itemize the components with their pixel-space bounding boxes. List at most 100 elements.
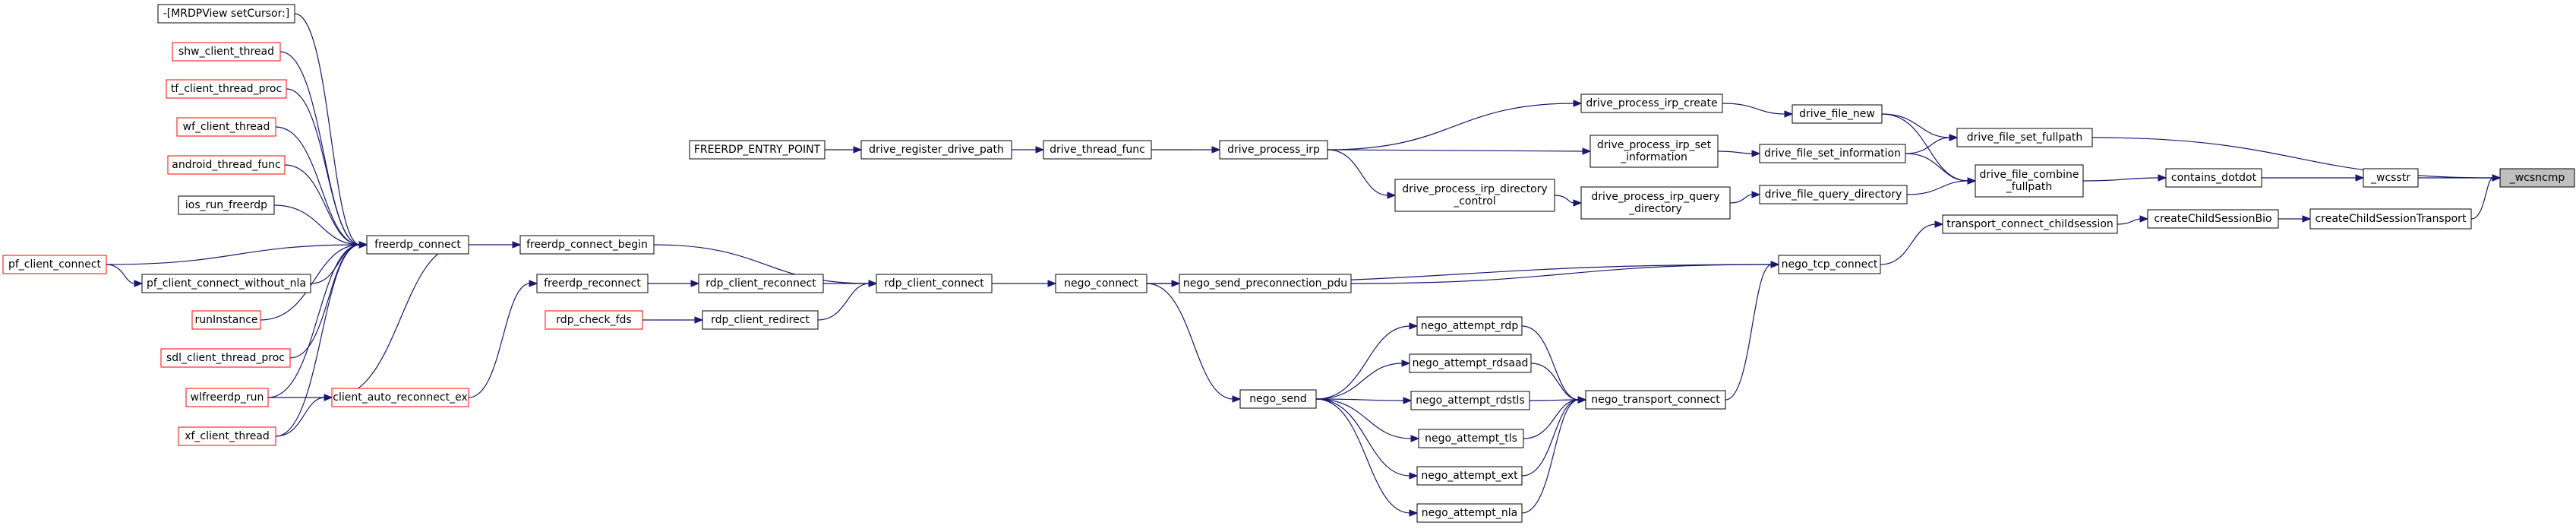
- node-label: drive_process_irp_directory: [1402, 183, 1547, 195]
- graph-node-runinstance[interactable]: runInstance: [191, 310, 261, 330]
- call-edge: [1315, 398, 1419, 480]
- graph-node-client-auto-reconnect-ex[interactable]: client_auto_reconnect_ex: [331, 388, 469, 407]
- graph-node-drive-file-set-fullpath[interactable]: drive_file_set_fullpath: [1956, 128, 2093, 147]
- graph-node-transport-connect-childsession[interactable]: transport_connect_childsession: [1942, 214, 2118, 234]
- graph-node-wcsncmp[interactable]: _wcsncmp: [2499, 168, 2575, 188]
- graph-node-drive-process-irp-query-directory[interactable]: drive_process_irp_query_directory: [1580, 186, 1731, 220]
- graph-node-drive-register-drive-path[interactable]: drive_register_drive_path: [860, 140, 1012, 160]
- graph-node-freerdp-connect[interactable]: freerdp_connect: [366, 235, 469, 255]
- graph-node-shw-client-thread[interactable]: shw_client_thread: [172, 42, 281, 62]
- graph-node-ios-run-freerdp[interactable]: ios_run_freerdp: [178, 195, 275, 215]
- graph-node-drive-file-new[interactable]: drive_file_new: [1792, 104, 1883, 124]
- node-label: _control: [1453, 195, 1496, 207]
- graph-node-drive-process-irp-directory-control[interactable]: drive_process_irp_directory_control: [1394, 179, 1555, 212]
- graph-node-nego-attempt-rdsaad[interactable]: nego_attempt_rdsaad: [1409, 353, 1532, 373]
- arrow-head-icon: [1582, 147, 1592, 155]
- graph-node-freerdp-entry-point[interactable]: FREERDP_ENTRY_POINT: [689, 140, 826, 160]
- graph-node-nego-attempt-tls[interactable]: nego_attempt_tls: [1418, 429, 1524, 448]
- graph-node-createchildsessionbio[interactable]: createChildSessionBio: [2147, 209, 2279, 229]
- graph-node-nego-connect[interactable]: nego_connect: [1055, 274, 1148, 293]
- call-edge: [1315, 322, 1419, 400]
- edge-line: [2470, 177, 2494, 220]
- graph-node-android-thread-func[interactable]: android_thread_func: [167, 155, 286, 175]
- node-box: [366, 235, 469, 255]
- node-label: sdl_client_thread_proc: [166, 352, 285, 364]
- node-label: drive_process_irp: [1227, 144, 1320, 156]
- node-box: [160, 348, 291, 368]
- graph-node-drive-file-query-directory[interactable]: drive_file_query_directory: [1759, 185, 1908, 204]
- arrow-head-icon: [853, 146, 863, 154]
- call-edge: [1722, 103, 1794, 118]
- graph-node-freerdp-connect-begin[interactable]: freerdp_connect_begin: [519, 235, 655, 255]
- graph-node-drive-process-irp-set-information[interactable]: drive_process_irp_set_information: [1589, 135, 1719, 168]
- call-edge: [2470, 174, 2502, 220]
- node-box: [1410, 391, 1530, 410]
- arrow-head-icon: [1573, 100, 1583, 107]
- node-box: [860, 140, 1012, 160]
- edge-line: [2091, 137, 2494, 179]
- graph-node-sdl-client-thread-proc[interactable]: sdl_client_thread_proc: [160, 348, 291, 368]
- call-edge: [273, 204, 368, 249]
- node-box: [2165, 168, 2262, 188]
- node-box: [1759, 144, 1906, 163]
- arrow-head-icon: [1949, 134, 1959, 141]
- graph-node-rdp-check-fds[interactable]: rdp_check_fds: [545, 310, 643, 330]
- edge-line: [273, 204, 361, 245]
- edge-line: [1315, 363, 1403, 400]
- graph-node-nego-transport-connect[interactable]: nego_transport_connect: [1585, 390, 1726, 410]
- node-box: [2363, 168, 2419, 188]
- graph-node-wf-client-thread[interactable]: wf_client_thread: [176, 117, 276, 137]
- graph-node-nego-attempt-ext[interactable]: nego_attempt_ext: [1416, 466, 1523, 486]
- call-edge: [1327, 149, 1397, 199]
- graph-node-drive-process-irp[interactable]: drive_process_irp: [1219, 140, 1328, 160]
- arrow-head-icon: [1232, 395, 1242, 403]
- node-label: freerdp_reconnect: [544, 277, 641, 290]
- graph-node-freerdp-reconnect[interactable]: freerdp_reconnect: [536, 274, 649, 293]
- graph-node-createchildsessiontransport[interactable]: createChildSessionTransport: [2309, 208, 2472, 230]
- graph-node-wlfreerdp-run[interactable]: wlfreerdp_run: [185, 388, 269, 407]
- call-edge: [1905, 134, 1959, 154]
- edge-line: [1905, 153, 1969, 182]
- call-edge: [1521, 396, 1587, 514]
- node-label: _wcsncmp: [2509, 172, 2565, 184]
- graph-node-rdp-client-redirect[interactable]: rdp_client_redirect: [702, 310, 819, 330]
- graph-node-nego-attempt-nla[interactable]: nego_attempt_nla: [1416, 503, 1523, 523]
- graph-node-pf-client-connect[interactable]: pf_client_connect: [2, 255, 107, 274]
- graph-node-nego-tcp-connect[interactable]: nego_tcp_connect: [1778, 255, 1881, 274]
- node-box: [178, 195, 275, 215]
- graph-node-rdp-client-reconnect[interactable]: rdp_client_reconnect: [698, 274, 824, 293]
- graph-node-nego-send-preconnection-pdu[interactable]: nego_send_preconnection_pdu: [1179, 274, 1352, 293]
- edge-line: [1315, 398, 1405, 401]
- graph-node-nego-attempt-rdstls[interactable]: nego_attempt_rdstls: [1410, 391, 1530, 410]
- edge-line: [267, 244, 361, 398]
- graph-node-wcsstr[interactable]: _wcsstr: [2363, 168, 2419, 188]
- graph-node-contains-dotdot[interactable]: contains_dotdot: [2165, 168, 2262, 188]
- call-edge: [2117, 215, 2149, 225]
- graph-node-rdp-client-connect[interactable]: rdp_client_connect: [876, 274, 993, 293]
- graph-node-nego-send[interactable]: nego_send: [1239, 389, 1317, 409]
- node-box: [702, 310, 819, 330]
- graph-node-drive-file-combine-fullpath[interactable]: drive_file_combine_fullpath: [1975, 164, 2084, 198]
- node-box: [536, 274, 649, 293]
- node-label: nego_transport_connect: [1591, 394, 1720, 406]
- graph-node-mrdpview-setcursor[interactable]: -[MRDPView setCursor:]: [157, 4, 295, 24]
- arrow-head-icon: [694, 316, 704, 324]
- graph-node-drive-thread-func[interactable]: drive_thread_func: [1043, 140, 1152, 160]
- graph-node-pf-client-connect-without-nla[interactable]: pf_client_connect_without_nla: [141, 274, 311, 293]
- arrow-head-icon: [1967, 177, 1977, 185]
- edge-line: [2117, 218, 2142, 225]
- graph-node-xf-client-thread[interactable]: xf_client_thread: [178, 426, 276, 446]
- node-box: [166, 79, 287, 99]
- node-label: wlfreerdp_run: [191, 391, 264, 404]
- edge-line: [653, 244, 870, 284]
- graph-node-drive-process-irp-create[interactable]: drive_process_irp_create: [1580, 93, 1723, 113]
- call-edge: [331, 241, 470, 398]
- graph-node-drive-file-set-information[interactable]: drive_file_set_information: [1759, 144, 1906, 163]
- edge-line: [260, 244, 361, 321]
- graph-node-nego-attempt-rdp[interactable]: nego_attempt_rdp: [1416, 316, 1523, 336]
- call-edge: [648, 280, 700, 287]
- node-box: [545, 310, 643, 330]
- node-label: drive_file_combine: [1980, 169, 2079, 181]
- arrow-head-icon: [1577, 396, 1587, 404]
- graph-node-tf-client-thread-proc[interactable]: tf_client_thread_proc: [166, 79, 287, 99]
